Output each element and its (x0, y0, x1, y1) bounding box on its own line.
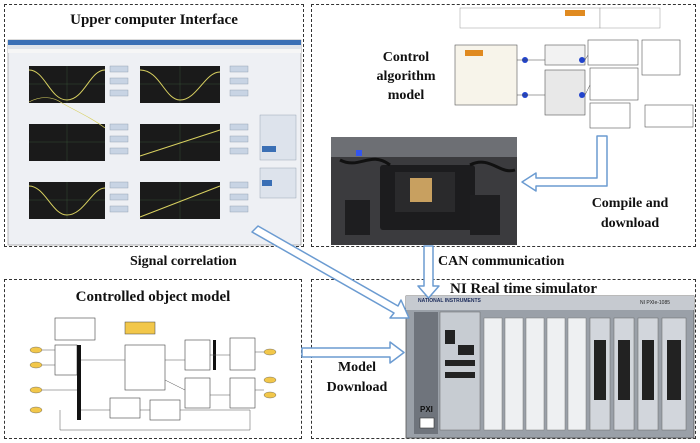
controlled-object-title: Controlled object model (75, 289, 231, 305)
simulator-title: NI Real time simulator (450, 281, 598, 297)
compile-line2: download (600, 216, 660, 231)
upper-interface-screenshot (7, 39, 302, 246)
plot-grid (28, 66, 221, 219)
upper-interface-panel (4, 4, 304, 247)
model-line2: Download (326, 380, 388, 395)
simulator-panel (311, 279, 696, 439)
model-download-label: Model Download (318, 358, 396, 398)
ni-brand-text: NATIONAL INSTRUMENTS (418, 298, 481, 304)
arrow-compile-download (521, 135, 608, 192)
compile-download-label: Compile and download (570, 194, 690, 234)
model-line1: Model (337, 360, 377, 375)
ni-pxi-chassis (405, 295, 695, 439)
controlled-object-screenshot (10, 313, 300, 437)
arrow-signal-correlation (251, 225, 410, 319)
chassis-model-text: NI PXIe-1085 (640, 300, 671, 306)
pxi-bus-text: PXI (420, 405, 433, 414)
upper-interface-title: Upper computer Interface (70, 12, 238, 28)
control-model-line1: Control (382, 50, 430, 65)
control-model-line3: model (387, 88, 425, 103)
control-model-line2: algorithm (376, 69, 436, 84)
can-communication-label: CAN communication (438, 254, 565, 269)
signal-correlation-label: Signal correlation (130, 254, 237, 269)
compile-line1: Compile and (591, 196, 669, 211)
control-algorithm-screenshot (454, 6, 694, 134)
arrow-model-download (301, 341, 405, 364)
control-model-panel (311, 4, 696, 247)
controlled-object-panel (4, 279, 302, 439)
ecu-hardware-photo (331, 137, 517, 245)
arrow-can-communication (417, 245, 440, 299)
control-model-title: Control algorithm model (358, 48, 454, 105)
